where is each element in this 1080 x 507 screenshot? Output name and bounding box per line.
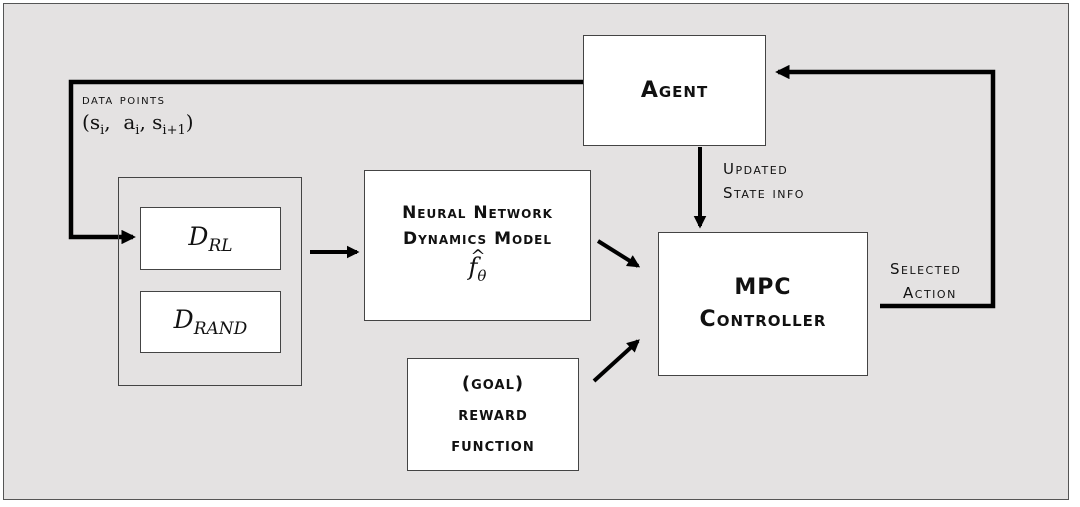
- d-rand-box: DRAND: [140, 291, 281, 353]
- reward-function-box: (goal) reward function: [407, 358, 579, 471]
- reward-to-mpc-arrow: [592, 339, 640, 383]
- d-rl-box: DRL: [140, 207, 281, 270]
- mpc-line1: MPC: [734, 275, 792, 300]
- model-to-mpc-arrow: [596, 239, 641, 268]
- nn-model-symbol: ^ fθ: [468, 246, 487, 285]
- data-points-label: data points: [82, 88, 166, 112]
- dataset-group: [118, 177, 302, 386]
- reward-line2: reward: [458, 404, 528, 425]
- mpc-line2: Controller: [699, 307, 827, 332]
- selected-action-label: Selected Action: [890, 260, 962, 302]
- mpc-controller-box: MPC Controller: [658, 232, 868, 376]
- selected-action-arrow: [775, 64, 996, 309]
- reward-line1: (goal): [461, 373, 525, 394]
- reward-line3: function: [451, 435, 535, 456]
- updated-state-label: Updated State info: [723, 160, 805, 202]
- nn-model-line1: Neural Network: [402, 203, 553, 224]
- data-points-tuple: (si, ai, si+1): [82, 110, 194, 138]
- agent-label: Agent: [640, 78, 709, 103]
- nn-model-box: Neural Network Dynamics Model ^ fθ: [364, 170, 591, 321]
- data-points-text: data points: [82, 92, 166, 108]
- data-points-arrow: [68, 79, 583, 245]
- agent-box: Agent: [583, 35, 766, 146]
- nn-model-line2: Dynamics Model: [402, 229, 553, 250]
- d-rand-symbol: DRAND: [173, 305, 248, 339]
- d-rl-symbol: DRL: [188, 221, 233, 256]
